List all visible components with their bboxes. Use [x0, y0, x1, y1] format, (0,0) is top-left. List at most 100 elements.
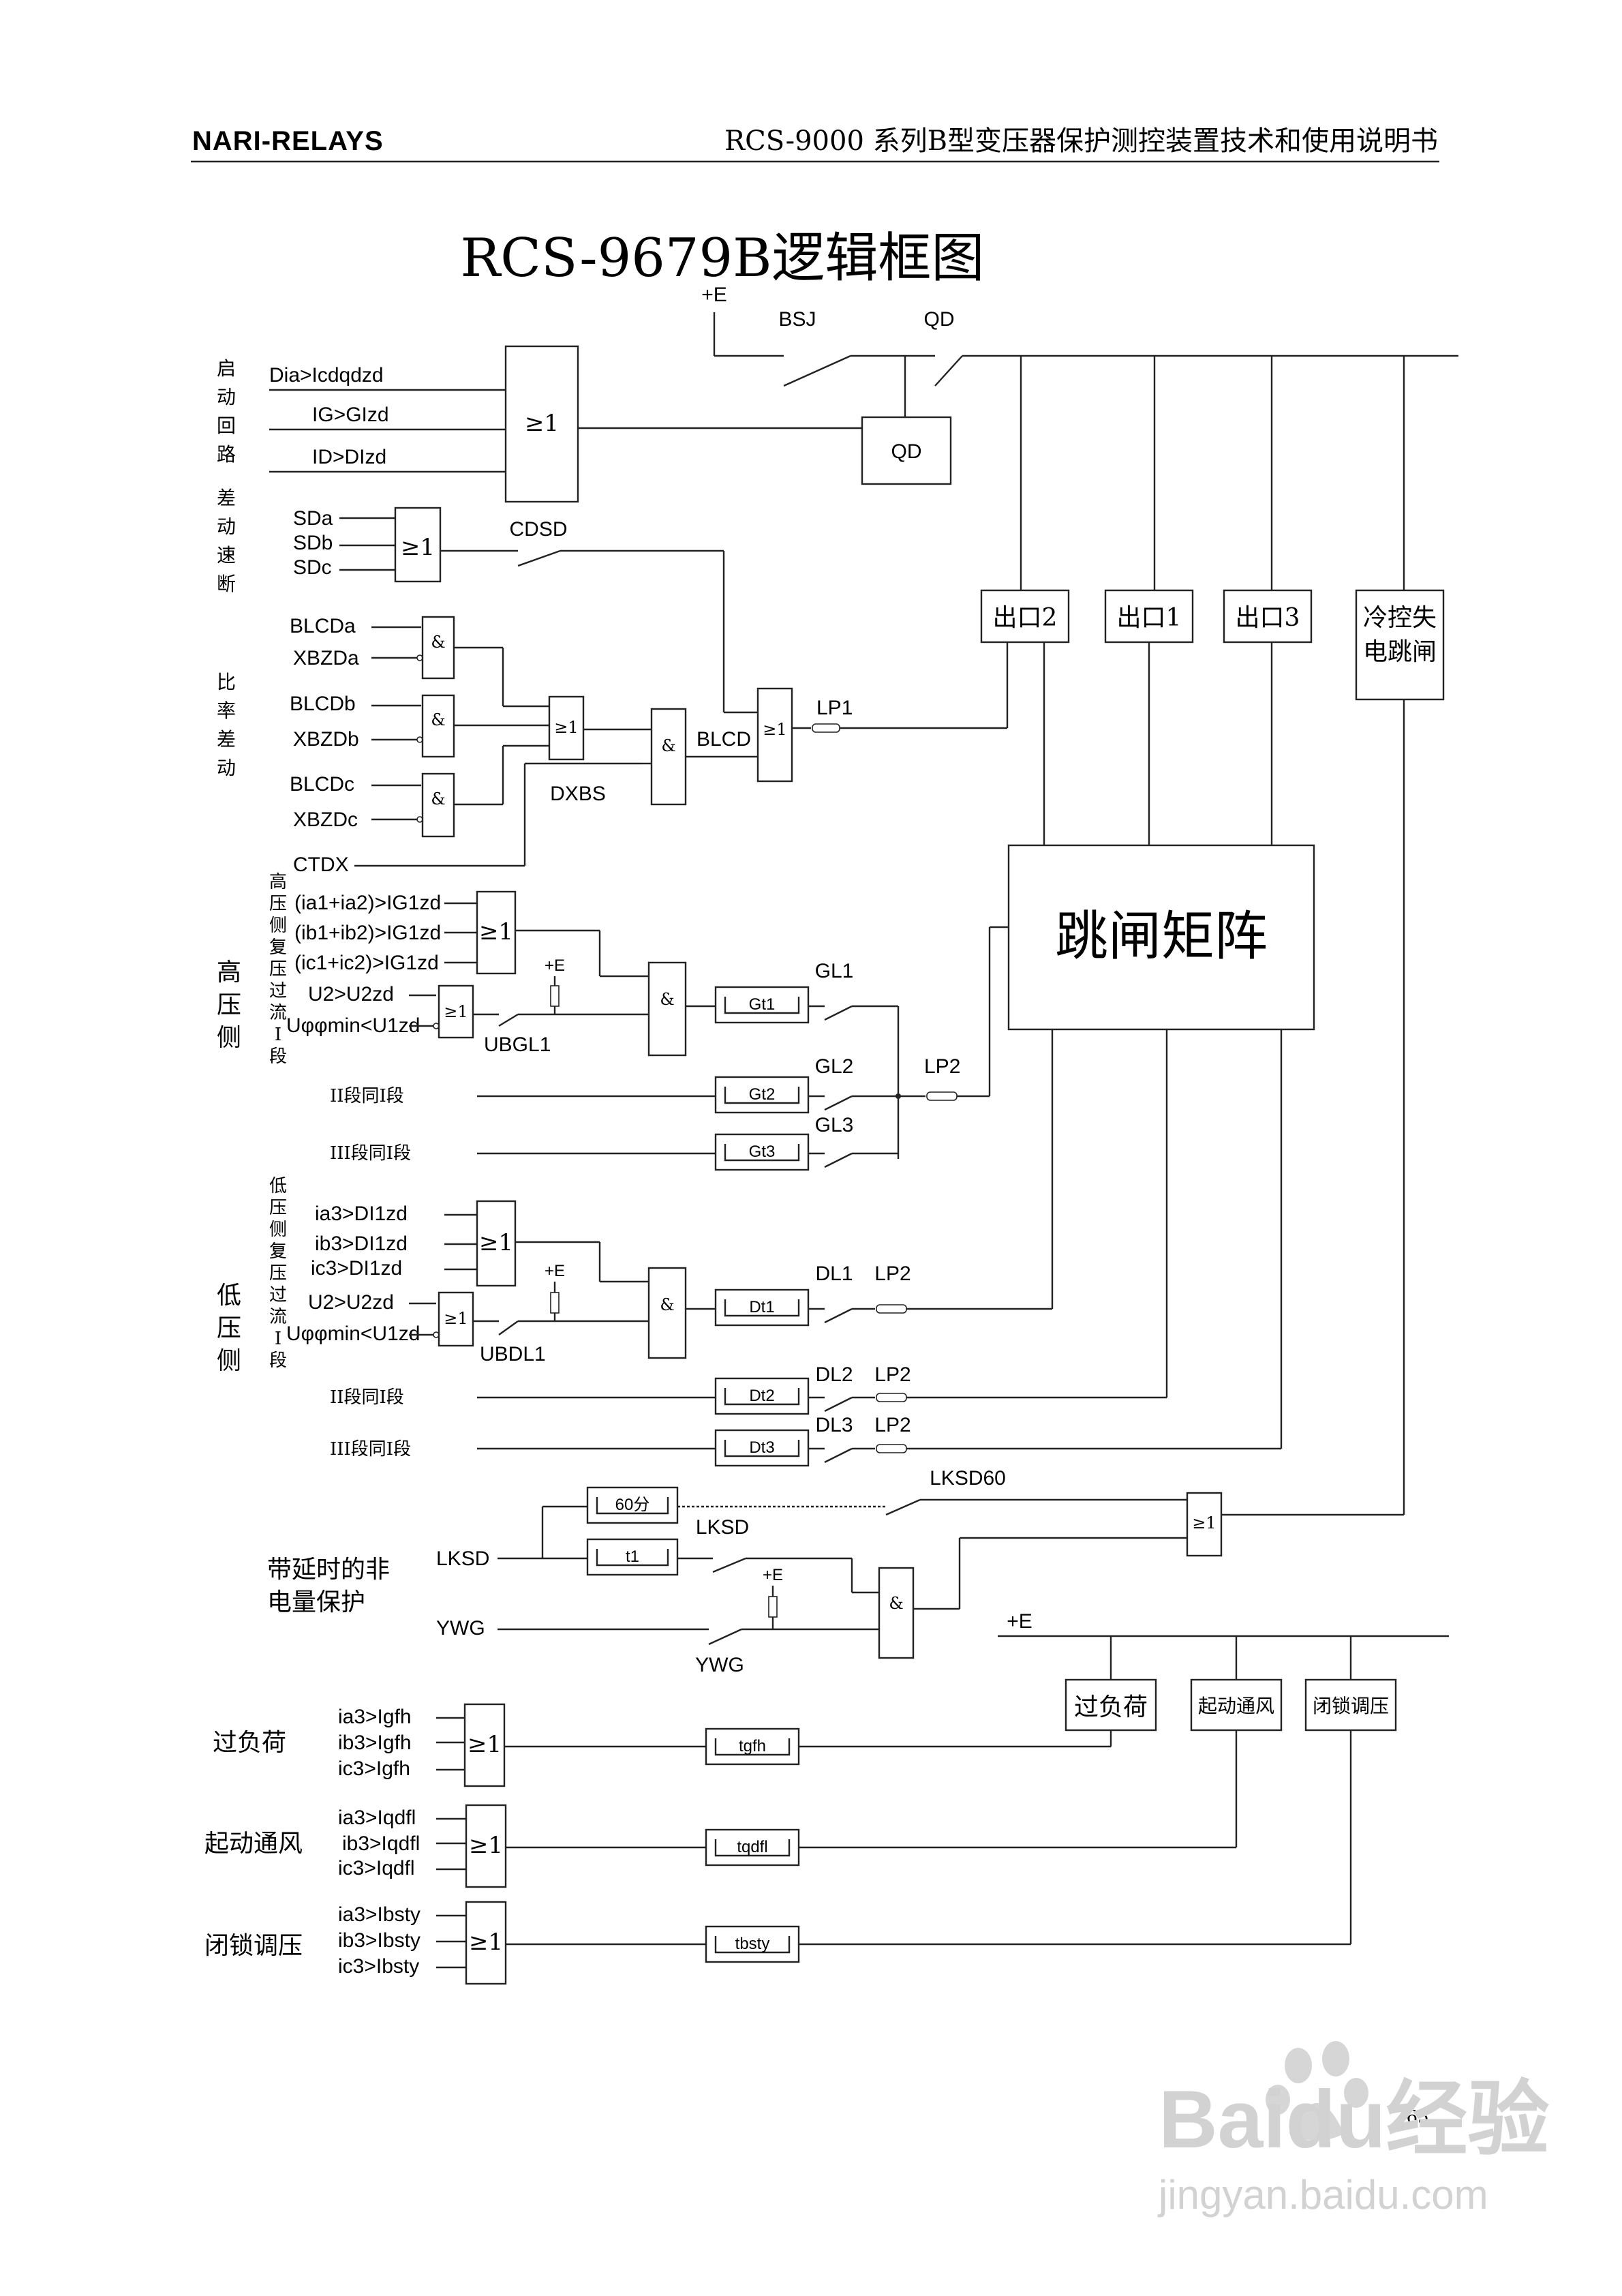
gl3-label: GL3 — [815, 1114, 854, 1136]
gfh-or-gate — [463, 1703, 506, 1787]
hv-input-1: (ia1+ia2)>IG1zd — [294, 892, 441, 914]
alarm-plus-e: +E — [1007, 1610, 1032, 1633]
timer-tqdfl: tqdfl — [705, 1828, 800, 1867]
svg-text:出口3: 出口3 — [1236, 604, 1300, 632]
svg-text:动: 动 — [217, 515, 236, 538]
svg-text:流: 流 — [269, 1307, 287, 1327]
svg-text:侧: 侧 — [269, 1220, 287, 1240]
ty-or-gate — [465, 1901, 507, 1985]
blcd-phase-b: BLCDb XBZDb & — [290, 693, 549, 758]
svg-text:高: 高 — [217, 958, 241, 986]
blcd-phase-a: BLCDa XBZDa & — [290, 615, 549, 708]
tf-input-3: ic3>Iqdfl — [338, 1857, 415, 1879]
svg-text:冷控失: 冷控失 — [1363, 604, 1437, 632]
svg-text:复: 复 — [269, 937, 287, 958]
blcd-and-gate — [650, 708, 687, 806]
sd-input-c: SDc — [293, 556, 332, 579]
svg-text:≥1: ≥1 — [444, 1002, 468, 1021]
svg-text:流: 流 — [269, 1003, 287, 1023]
lksd-contact-label: LKSD — [696, 1516, 749, 1539]
svg-text:≥1: ≥1 — [469, 1832, 503, 1859]
hv-seg2-note: II段同I段 — [330, 1086, 404, 1106]
qd-relay-box — [861, 416, 952, 485]
svg-text:XBZDc: XBZDc — [293, 809, 358, 831]
header-doc-title: RCS-9000 系列B型变压器保护测控装置技术和使用说明书 — [724, 125, 1438, 157]
svg-text:侧: 侧 — [217, 1347, 241, 1375]
sd-or-gate — [394, 507, 442, 583]
sd-input-a: SDa — [293, 507, 333, 530]
svg-text:Dt2: Dt2 — [749, 1387, 774, 1405]
gl2-label: GL2 — [815, 1055, 854, 1078]
header-brand: NARI-RELAYS — [192, 126, 384, 156]
svg-text:段: 段 — [269, 1046, 287, 1067]
gl2-contact — [824, 1095, 853, 1111]
section-feidianliang-2: 电量保护 — [267, 1588, 365, 1616]
sd-input-b: SDb — [293, 532, 333, 554]
svg-text:≥1: ≥1 — [1192, 1513, 1216, 1532]
svg-text:≥1: ≥1 — [554, 718, 578, 737]
svg-text:Gt2: Gt2 — [749, 1085, 776, 1104]
lv-or-gate — [476, 1200, 517, 1287]
watermark-logo: Baidu经验 — [1159, 2074, 1549, 2165]
svg-text:≥1: ≥1 — [468, 1731, 502, 1758]
diff-or-gate — [756, 687, 793, 783]
svg-text:断: 断 — [217, 573, 236, 595]
svg-text:低: 低 — [217, 1282, 241, 1310]
lksd60-contact — [885, 1498, 921, 1516]
svg-text:≥1: ≥1 — [444, 1309, 468, 1328]
blcd-phase-c: BLCDc XBZDc & — [290, 744, 549, 838]
svg-text:&: & — [431, 710, 445, 729]
watermark-url: jingyan.baidu.com — [1157, 2172, 1488, 2218]
hv-and-gate — [647, 961, 687, 1057]
svg-text:起动通风: 起动通风 — [1198, 1695, 1274, 1717]
hv-plus-e: +E — [545, 956, 565, 975]
svg-text:BLCDc: BLCDc — [290, 773, 354, 796]
svg-text:≥1: ≥1 — [479, 918, 513, 946]
hv-input-2: (ib1+ib2)>IG1zd — [294, 922, 441, 944]
cdsd-contact — [517, 549, 561, 567]
lv-input-2: ib3>DI1zd — [315, 1233, 408, 1255]
qd-label: QD — [924, 308, 955, 331]
output-lengkong — [1355, 589, 1445, 701]
hv-vertical-note: 高 压 侧 复 压 过 流 I 段 — [269, 872, 287, 1067]
output-chukou2 — [980, 589, 1070, 644]
svg-text:路: 路 — [217, 443, 236, 466]
tf-input-1: ia3>Iqdfl — [338, 1807, 416, 1829]
dl1-contact — [824, 1308, 853, 1324]
svg-text:动: 动 — [217, 386, 236, 408]
lv-umin: Uφφmin<U1zd — [286, 1323, 420, 1345]
svg-text:&: & — [431, 789, 445, 809]
svg-text:I: I — [275, 1329, 281, 1349]
bsj-label: BSJ — [778, 308, 816, 331]
start-input-2: IG>GIzd — [312, 404, 389, 426]
start-or-gate — [504, 345, 579, 503]
svg-text:XBZDb: XBZDb — [293, 728, 359, 751]
ty-input-1: ia3>Ibsty — [338, 1903, 420, 1926]
gl3-contact — [824, 1152, 853, 1168]
svg-text:&: & — [660, 990, 674, 1009]
svg-text:Dt1: Dt1 — [749, 1298, 774, 1316]
svg-text:段: 段 — [269, 1350, 287, 1371]
nonelec-plus-e: +E — [763, 1566, 783, 1584]
section-qidongtongfeng: 起动通风 — [204, 1830, 303, 1858]
section-diya: 低 压 侧 — [217, 1282, 241, 1375]
start-input-1: Dia>Icdqdzd — [269, 364, 384, 387]
tf-or-gate — [465, 1804, 507, 1888]
svg-text:≥1: ≥1 — [469, 1929, 503, 1956]
svg-text:闭锁调压: 闭锁调压 — [1313, 1695, 1389, 1717]
svg-text:复: 复 — [269, 1241, 287, 1262]
timer-60fen: 60分 — [586, 1486, 679, 1524]
svg-text:压: 压 — [217, 1314, 241, 1342]
svg-text:差: 差 — [217, 728, 236, 751]
section-gaoya: 高 压 侧 — [217, 958, 241, 1052]
lksd-contact — [712, 1557, 746, 1573]
svg-text:Gt3: Gt3 — [749, 1143, 776, 1161]
svg-text:压: 压 — [269, 1263, 287, 1284]
svg-text:t1: t1 — [626, 1547, 639, 1566]
hv-timer-1: Gt1 — [714, 986, 810, 1024]
nonelec-and-gate — [878, 1567, 915, 1659]
hv-input-3: (ic1+ic2)>IG1zd — [294, 952, 439, 974]
timer-t1: t1 — [586, 1538, 679, 1576]
trip-matrix — [1007, 844, 1315, 1031]
